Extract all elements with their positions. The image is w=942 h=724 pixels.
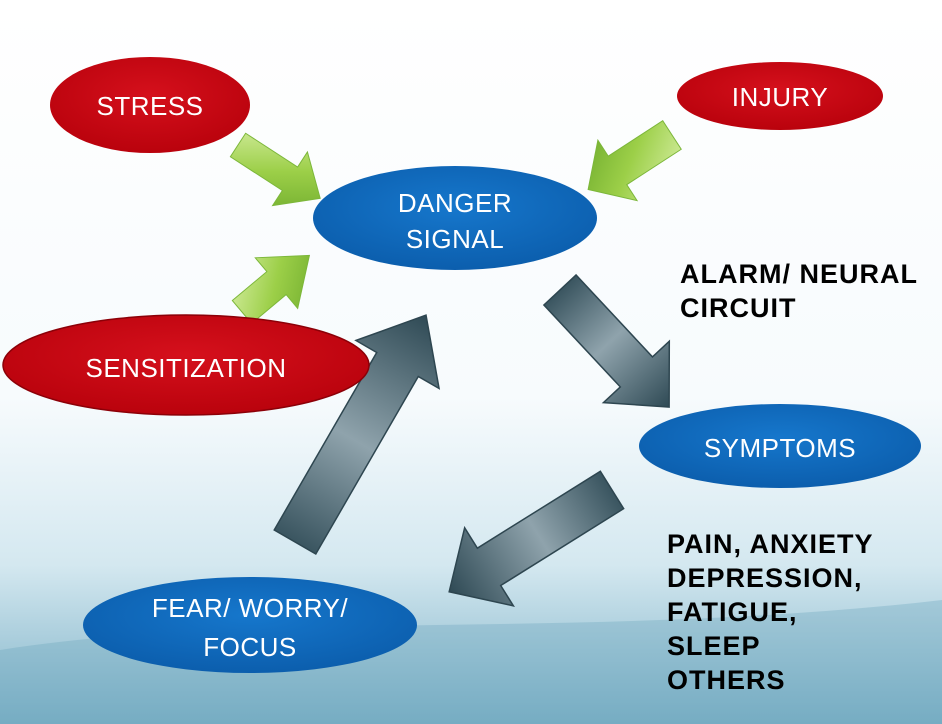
- symptom-list: PAIN, ANXIETY DEPRESSION, FATIGUE, SLEEP…: [667, 527, 874, 697]
- node-injury: INJURY: [677, 62, 883, 130]
- top-band: [0, 0, 942, 20]
- symptom-list-item: PAIN, ANXIETY: [667, 529, 874, 559]
- node-danger-signal: DANGER SIGNAL: [313, 166, 597, 270]
- arrow-injury-to-danger: [587, 120, 682, 202]
- node-symptoms-label: SYMPTOMS: [704, 433, 856, 463]
- symptom-list-item: SLEEP: [667, 631, 761, 661]
- arrow-stress-to-danger: [229, 132, 321, 207]
- node-fear-worry-focus: FEAR/ WORRY/ FOCUS: [83, 577, 417, 673]
- arrow-symptoms-to-fear: [448, 470, 625, 607]
- node-fear-label-line2: FOCUS: [203, 632, 297, 662]
- node-stress: STRESS: [50, 57, 250, 153]
- node-sensitization-label: SENSITIZATION: [85, 353, 286, 383]
- node-stress-label: STRESS: [96, 91, 203, 121]
- node-danger-label-line1: DANGER: [398, 188, 512, 218]
- node-injury-label: INJURY: [732, 82, 828, 112]
- node-symptoms: SYMPTOMS: [639, 404, 921, 488]
- symptom-list-item: DEPRESSION,: [667, 563, 863, 593]
- node-fear-label-line1: FEAR/ WORRY/: [152, 593, 348, 623]
- symptom-list-item: FATIGUE,: [667, 597, 798, 627]
- alarm-line2: CIRCUIT: [680, 293, 797, 323]
- symptom-list-item: OTHERS: [667, 665, 786, 695]
- arrow-danger-to-symptoms: [542, 273, 671, 408]
- alarm-line1: ALARM/ NEURAL: [680, 259, 918, 289]
- node-danger-label-line2: SIGNAL: [406, 224, 504, 254]
- arrow-fear-to-danger: [273, 314, 441, 556]
- node-sensitization: SENSITIZATION: [2, 314, 370, 416]
- alarm-neural-circuit-label: ALARM/ NEURAL CIRCUIT: [680, 257, 918, 325]
